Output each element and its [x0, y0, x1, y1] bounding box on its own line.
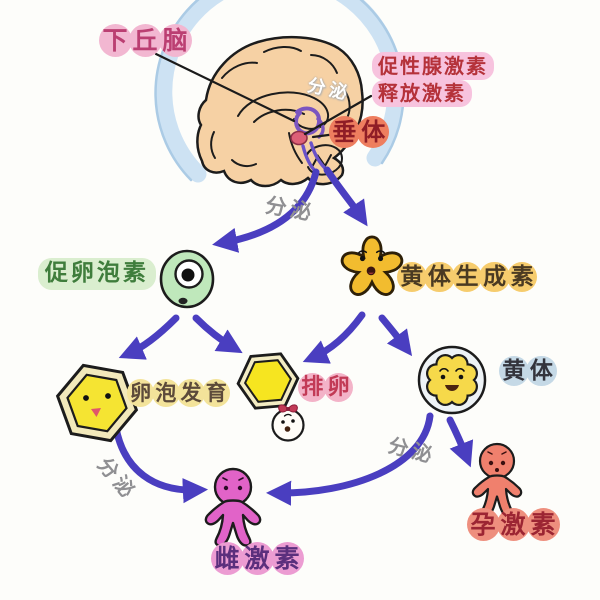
label-gnrh-line2: 释放激素: [372, 79, 472, 108]
estrogen-character: [204, 467, 262, 547]
progesterone-character: [471, 442, 523, 518]
follicle-character: [55, 363, 139, 443]
arrow-lh-to-ovulation: [302, 311, 366, 364]
arrow-lh-to-luteum: [378, 314, 413, 357]
lh-flower-character: [340, 235, 404, 296]
arrow-fsh-to-follicle: [118, 314, 180, 360]
arrow-luteum-to-progesterone: [446, 416, 474, 468]
label-gnrh: 促性腺激素 释放激素: [372, 52, 494, 108]
label-fsh: 促卵泡素: [38, 258, 156, 290]
label-pituitary: 垂体: [328, 116, 390, 148]
egg-character: [271, 404, 305, 442]
arrow-pituitary-to-fsh: [212, 168, 320, 253]
corpus-luteum-character: [417, 345, 487, 415]
pointer-line-gnrh: [303, 94, 373, 136]
arrow-pituitary-to-lh: [323, 166, 368, 227]
brain-illustration: [196, 35, 364, 188]
label-lh: 黄体生成素: [396, 262, 538, 293]
label-estrogen: 雌激素: [210, 542, 304, 576]
arrow-fsh-to-ovulation: [192, 314, 243, 354]
arrow-follicle-to-estrogen: [112, 424, 209, 504]
label-follicle-development: 卵泡发育: [126, 379, 231, 407]
label-hypothalamus: 下丘脑: [98, 24, 192, 58]
label-ovulation: 排卵: [297, 373, 354, 403]
ovulation-follicle: [236, 352, 300, 410]
arrow-luteum-to-estrogen: [265, 412, 434, 506]
fsh-character: [159, 249, 215, 309]
pointer-line-hypothalamus: [154, 52, 296, 123]
label-gnrh-line1: 促性腺激素: [372, 52, 494, 80]
label-corpus-luteum: 黄体: [498, 356, 557, 387]
label-progesterone: 孕激素: [466, 508, 560, 542]
label-fsh-text: 促卵泡素: [38, 258, 156, 290]
